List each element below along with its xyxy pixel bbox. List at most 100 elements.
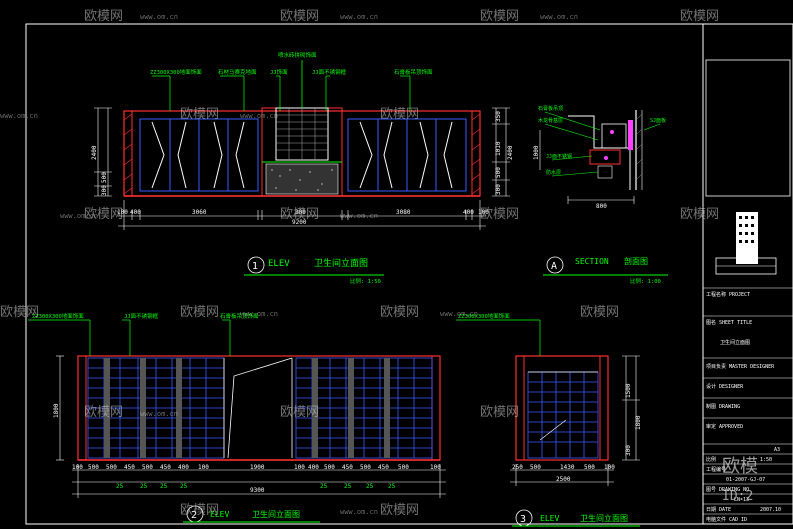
callout-a-0: 石膏板吊顶: [538, 105, 563, 112]
dim-3-b4: 100: [604, 464, 615, 471]
dim-1-b6: 100: [478, 209, 489, 216]
dim-2-total: 9300: [250, 487, 265, 494]
dim-2-l0: 1800: [53, 403, 60, 418]
dim-1-l2: 300: [101, 185, 108, 196]
drawing-1-number: 1: [252, 261, 258, 272]
tb-drawing: 制图 DRAWING: [706, 403, 740, 410]
callout-1-b: 石材马赛克地面: [218, 68, 257, 76]
sheet-border: [25, 23, 793, 525]
drawing-3-number: 3: [520, 514, 526, 525]
dim-2-s2: 25: [160, 483, 168, 490]
dim-2-b13: 500: [360, 464, 371, 471]
dim-1-r4: 300: [495, 184, 502, 195]
dim-3-r1: 1800: [635, 415, 642, 430]
drawing-a-scale: 比例: 1:00: [630, 277, 661, 285]
dim-2-b5: 450: [160, 464, 171, 471]
watermark-brand-17: 欧模网: [480, 405, 519, 420]
dim-2-b14: 450: [378, 464, 389, 471]
building-logo-icon: [715, 212, 777, 275]
watermark-brand-11: 欧模网: [0, 305, 39, 320]
watermark-brand-16: 欧模网: [280, 405, 319, 420]
callout-a-3: 防水层: [546, 169, 561, 176]
tb-cad-label: 电脑文件 CAD ID: [706, 516, 747, 523]
watermark-url-1: www.om.cn: [140, 13, 178, 21]
dim-1-total: 9200: [292, 219, 307, 226]
dim-1-b2: 3060: [192, 209, 207, 216]
tb-scale-value: 1:50: [760, 457, 772, 463]
callout-1-e: 石膏板吊顶饰面: [394, 68, 433, 76]
dim-2-b8: 1900: [250, 464, 265, 471]
drawing-1-elevation: 喷水砖拼砌饰面 ZZ300X300地面饰面 石材马赛克地面 JJ饰面 JJ面不锈…: [91, 51, 514, 285]
dim-2-b10: 400: [308, 464, 319, 471]
dim-1-b3: 300: [295, 209, 306, 216]
dim-2-b7: 100: [198, 464, 209, 471]
watermark-brand-19: 欧模网: [380, 503, 419, 518]
callout-2-1: JJ面不锈钢框: [124, 312, 159, 320]
drawing-2-elevation: ZZ300X300地面饰面 JJ面不锈钢框 石膏板吊顶饰面 100 500 50…: [28, 312, 446, 523]
dim-3-b3: 500: [584, 464, 595, 471]
watermark-url-10: www.om.cn: [140, 410, 178, 418]
tb-approved: 审定 APPROVED: [706, 423, 743, 430]
title-block: 工程名称 PROJECT 图名 SHEET TITLE 卫生间立面图 项目负责 …: [702, 24, 793, 524]
dim-2-s5: 25: [344, 483, 352, 490]
dim-2-b11: 500: [324, 464, 335, 471]
watermark-brand-9: 欧模网: [480, 207, 519, 222]
watermark-brand-14: 欧模网: [580, 305, 619, 320]
dim-a-1: 1000: [533, 145, 540, 160]
tb-designer: 设计 DESIGNER: [706, 383, 744, 390]
callout-1-c: JJ饰面: [270, 68, 288, 76]
dim-3-b0: 250: [512, 464, 523, 471]
dim-2-b2: 500: [106, 464, 117, 471]
drawing-2-label: ELEV: [210, 510, 229, 519]
tb-dwg-label: 图号 DRAWING NO: [706, 487, 749, 493]
drawing-3-title: 卫生间立面图: [580, 513, 628, 523]
callout-a-1: 木龙骨基层: [538, 117, 563, 124]
dim-1-r3: 500: [495, 167, 502, 178]
callout-2-0: ZZ300X300地面饰面: [32, 312, 84, 320]
watermark-brand-18: 欧模网: [180, 503, 219, 518]
watermark-brand-8: 欧模网: [280, 207, 319, 222]
dim-2-b6: 400: [178, 464, 189, 471]
drawing-3-elevation: ZZ300X300地面饰面 250 500 1430 500 100 2500 …: [456, 312, 642, 527]
watermark-brand-3: 欧模网: [480, 9, 519, 24]
drawing-1-title: 卫生间立面图: [314, 257, 368, 269]
watermark-urls: www.om.cn www.om.cn www.om.cn www.om.cn …: [0, 13, 578, 516]
watermark-brand-15: 欧模网: [84, 405, 123, 420]
watermark-brand-7: 欧模网: [84, 207, 123, 222]
dim-2-s7: 25: [388, 483, 396, 490]
dim-2-s6: 25: [366, 483, 374, 490]
tb-job-label: 工程编号: [706, 466, 726, 473]
watermark-brand-13: 欧模网: [380, 305, 419, 320]
drawing-a-number-circle: [546, 256, 564, 274]
watermark-brand-6: 欧模网: [380, 107, 419, 122]
dim-1-b0: 100: [117, 209, 128, 216]
badge-brand: 欧模: [722, 456, 758, 477]
callout-1-a: ZZ300X300地面饰面: [150, 68, 202, 76]
dim-2-s0: 25: [116, 483, 124, 490]
dim-1-r0: 350: [495, 111, 502, 122]
dim-a-0: 800: [596, 203, 607, 210]
watermark-url-3: www.om.cn: [540, 13, 578, 21]
drawing-1-label: ELEV: [268, 259, 290, 269]
callout-1-d: JJ面不锈钢框: [312, 68, 347, 76]
dim-1-l1: 500: [101, 172, 108, 183]
callout-a-2: JJ面不锈钢: [546, 153, 572, 160]
watermark-url-5: www.om.cn: [240, 112, 278, 120]
tb-master-designer: 项目负责 MASTER DESIGNER: [706, 363, 775, 370]
watermark-url-9: www.om.cn: [440, 310, 478, 318]
watermark-url-8: www.om.cn: [240, 310, 278, 318]
drawing-a-number: A: [551, 261, 557, 272]
tb-scale-label: 比例: [706, 456, 716, 463]
drawing-1-scale: 比例: 1:50: [350, 277, 381, 285]
watermark-brand-2: 欧模网: [280, 9, 319, 24]
dim-2-b15: 500: [398, 464, 409, 471]
drawing-1-number-circle: [247, 256, 265, 274]
dim-3-r2: 300: [625, 445, 632, 456]
watermark-brand-5: 欧模网: [180, 107, 219, 122]
tb-size-value: A3: [774, 447, 780, 453]
drawing-2-number: 2: [191, 510, 197, 521]
dim-2-b9: 100: [294, 464, 305, 471]
dim-1-r1: 1010: [495, 141, 502, 156]
dim-2-b1: 500: [88, 464, 99, 471]
